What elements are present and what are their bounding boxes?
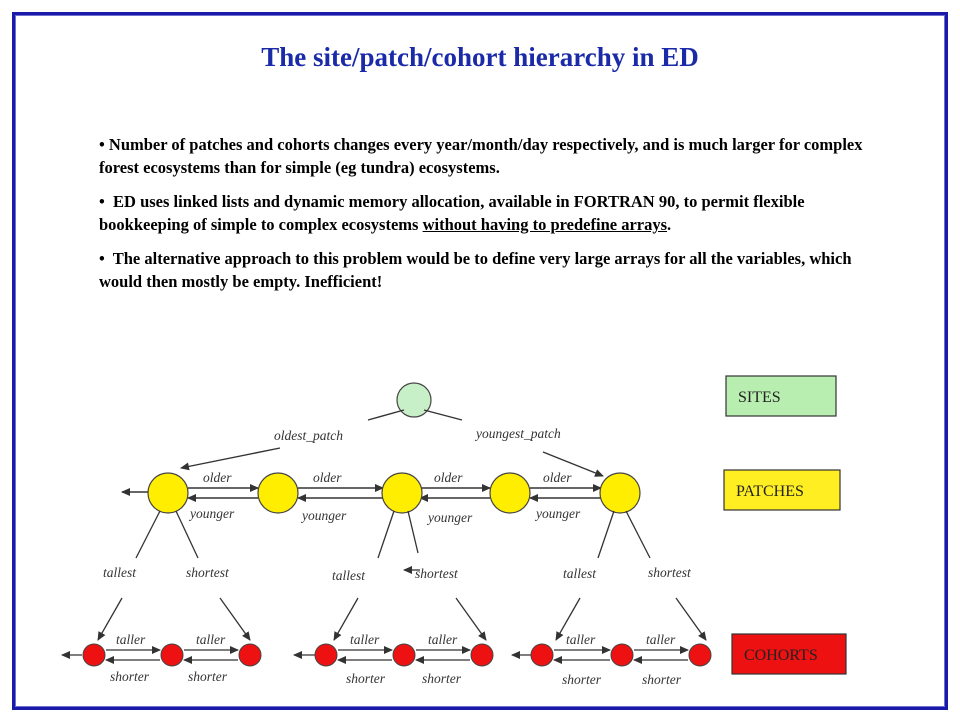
legend-cohorts-label: COHORTS (744, 647, 818, 664)
oldest-patch-arrow-lower (180, 447, 281, 471)
older-label: older (313, 470, 342, 485)
slide-title: The site/patch/cohort hierarchy in ED (261, 42, 699, 72)
cohort-node (688, 643, 712, 667)
oldest-patch-label: oldest_patch (274, 428, 343, 443)
bullet-text-end: . (667, 215, 672, 234)
legend-patches-box: PATCHES (723, 469, 841, 511)
bullet-item: • Number of patches and cohorts changes … (99, 135, 863, 177)
oldest-patch-arrow (367, 409, 405, 421)
shorter-label: shorter (110, 669, 150, 684)
cohort-node (160, 643, 184, 667)
bullet-item: • The alternative approach to this probl… (99, 249, 852, 291)
youngest-patch-arrow-lower (542, 451, 604, 477)
older-label: older (543, 470, 572, 485)
patch-child-line (377, 510, 395, 559)
younger-label: younger (534, 506, 581, 521)
tallest-label: tallest (332, 568, 366, 583)
legend-sites-box: SITES (725, 375, 837, 417)
older-label: older (434, 470, 463, 485)
legend-patches-label: PATCHES (736, 483, 804, 500)
patch-child-line (625, 510, 651, 559)
cohort-node (610, 643, 634, 667)
cohort-group-2: taller taller shorter shorter (293, 632, 494, 686)
shortest-arrow (675, 597, 707, 641)
taller-label: taller (350, 632, 380, 647)
taller-label: taller (428, 632, 458, 647)
bullet-list: • Number of patches and cohorts changes … (99, 133, 869, 304)
shorter-label: shorter (562, 672, 602, 687)
older-label: older (203, 470, 232, 485)
site-node (396, 382, 432, 418)
younger-label: younger (426, 510, 473, 525)
shorter-label: shorter (188, 669, 228, 684)
cohort-node (314, 643, 338, 667)
tallest-label: tallest (103, 565, 137, 580)
youngest-patch-label: youngest_patch (474, 426, 561, 441)
taller-label: taller (196, 632, 226, 647)
tallest-arrow (333, 597, 359, 641)
patch-node (381, 472, 423, 514)
patch-child-line (175, 510, 199, 559)
cohort-node (530, 643, 554, 667)
shorter-label: shorter (346, 671, 386, 686)
patch-child-line (597, 510, 615, 559)
tallest-arrow (555, 597, 581, 641)
youngest-patch-arrow (423, 409, 463, 421)
shortest-label: shortest (186, 565, 230, 580)
cohort-node (470, 643, 494, 667)
younger-label: younger (300, 508, 347, 523)
patch-node (599, 472, 641, 514)
bullet-text: ED uses linked lists and dynamic memory … (99, 192, 805, 234)
younger-label: younger (188, 506, 235, 521)
legend-sites-label: SITES (738, 389, 781, 406)
patch-node (489, 472, 531, 514)
taller-label: taller (646, 632, 676, 647)
bullet-underlined-text: without having to predefine arrays (422, 215, 668, 234)
bullet-text: The alternative approach to this problem… (99, 249, 852, 291)
cohort-group-3: taller taller shorter shorter (511, 632, 712, 687)
cohort-node (392, 643, 416, 667)
tallest-arrow (97, 597, 123, 641)
shorter-label: shorter (642, 672, 682, 687)
patch-node (147, 472, 189, 514)
shortest-arrow (219, 597, 251, 641)
legend-cohorts-box: COHORTS (731, 633, 847, 675)
cohort-group-1: taller taller shorter shorter (61, 632, 262, 684)
shorter-label: shorter (422, 671, 462, 686)
taller-label: taller (566, 632, 596, 647)
patch-child-line (407, 510, 419, 554)
shortest-label: shortest (648, 565, 692, 580)
cohort-node (238, 643, 262, 667)
bullet-item: • ED uses linked lists and dynamic memor… (99, 192, 805, 234)
slide-frame (12, 12, 948, 710)
taller-label: taller (116, 632, 146, 647)
shortest-label: shortest (415, 566, 459, 581)
bullet-text: Number of patches and cohorts changes ev… (99, 135, 863, 177)
hierarchy-diagram: oldest_patch youngest_patch older younge… (61, 375, 847, 687)
patch-node (257, 472, 299, 514)
patch-child-line (135, 510, 161, 559)
shortest-arrow (455, 597, 487, 641)
tallest-label: tallest (563, 566, 597, 581)
cohort-node (82, 643, 106, 667)
